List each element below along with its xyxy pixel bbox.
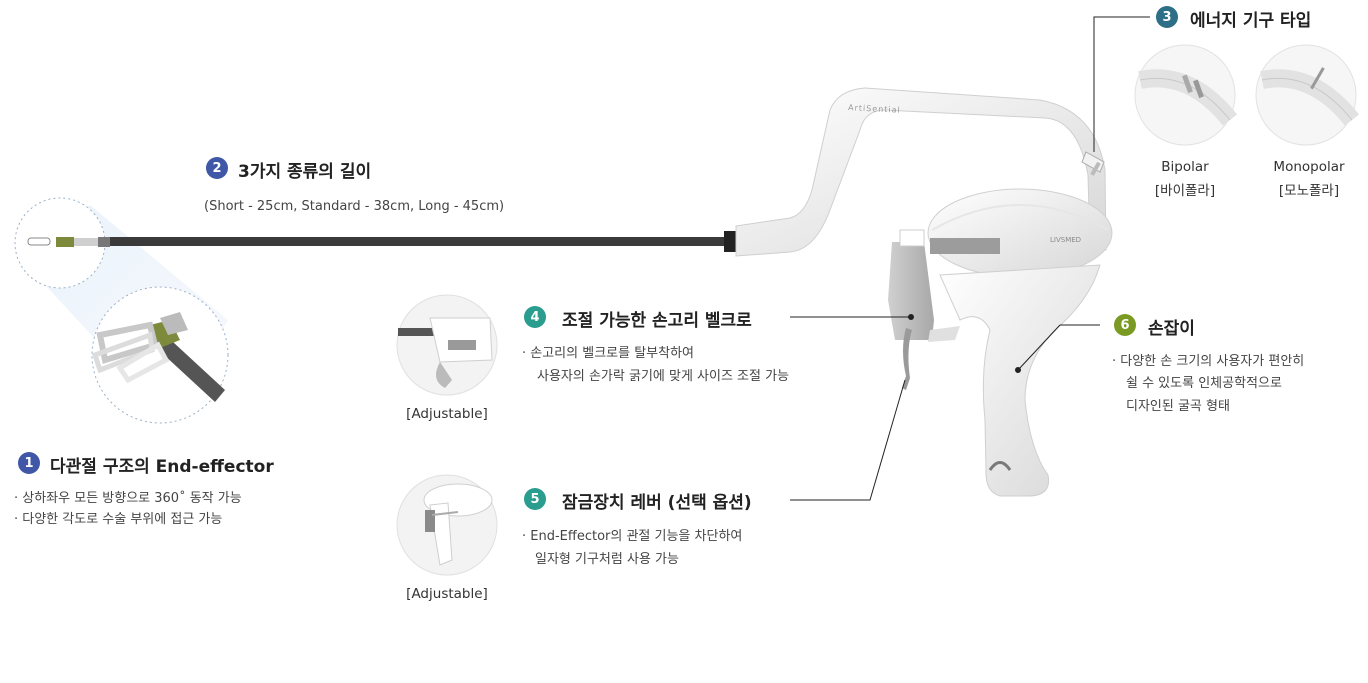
section-5-desc-1: · End-Effector의 관절 기능을 차단하여 xyxy=(522,529,743,544)
device-grip xyxy=(939,264,1101,497)
section-4-badge: 4 xyxy=(524,306,546,328)
section-1-desc-1: · 상하좌우 모든 방향으로 360˚ 동작 가능 xyxy=(14,491,242,506)
monopolar-thumbnail xyxy=(1255,44,1360,146)
section-2-title: 3가지 종류의 길이 xyxy=(238,162,372,182)
section-2-badge: 2 xyxy=(206,157,228,179)
section-6-title: 손잡이 xyxy=(1148,319,1195,339)
section-3-title: 에너지 기구 타입 xyxy=(1190,11,1312,31)
end-effector-zoom-circle xyxy=(91,286,229,424)
section-1-badge: 1 xyxy=(18,452,40,474)
section-6-badge: 6 xyxy=(1114,314,1136,336)
brand-text: ArtiSential xyxy=(848,103,901,115)
bipolar-kr-label: [바이폴라] xyxy=(1154,183,1216,199)
monopolar-label: Monopolar xyxy=(1273,159,1345,175)
lever-thumbnail xyxy=(396,474,498,576)
section-4-title: 조절 가능한 손고리 벨크로 xyxy=(562,311,752,331)
section-6-desc-2: 쉴 수 있도록 인체공학적으로 xyxy=(1126,376,1282,391)
lock-lever xyxy=(902,328,912,390)
velcro-caption: [Adjustable] xyxy=(406,406,488,422)
bipolar-label: Bipolar xyxy=(1161,159,1209,175)
device-head xyxy=(927,188,1113,278)
section-4-desc-2: 사용자의 손가락 굵기에 맞게 사이즈 조절 가능 xyxy=(537,369,790,384)
gray-pivot xyxy=(888,242,934,340)
section-2-subtitle: (Short - 25cm, Standard - 38cm, Long - 4… xyxy=(204,199,505,214)
leader-line-6 xyxy=(1017,324,1061,371)
maker-text: LIVSMED xyxy=(1050,236,1081,244)
end-effector-zoom xyxy=(91,312,225,402)
section-5-badge: 5 xyxy=(524,488,546,510)
monopolar-kr-label: [모노폴라] xyxy=(1278,183,1340,199)
leader-line-5 xyxy=(790,379,906,501)
lever-caption: [Adjustable] xyxy=(406,586,488,602)
section-6-desc-3: 디자인된 굴곡 형태 xyxy=(1126,399,1230,414)
section-1-desc-2: · 다양한 각도로 수술 부위에 접근 가능 xyxy=(14,512,223,527)
leader-line-3 xyxy=(1093,16,1150,152)
velcro-thumbnail xyxy=(396,294,498,396)
section-5-title: 잠금장치 레버 (선택 옵션) xyxy=(562,493,752,513)
section-4-desc-1: · 손고리의 벨크로를 탈부착하여 xyxy=(522,346,695,361)
section-6-desc-1: · 다양한 손 크기의 사용자가 편안히 xyxy=(1112,354,1305,369)
section-3-badge: 3 xyxy=(1156,6,1178,28)
instrument-shaft xyxy=(110,237,725,246)
section-5-desc-2: 일자형 기구처럼 사용 가능 xyxy=(535,552,679,567)
end-effector-small xyxy=(27,237,110,247)
bipolar-thumbnail xyxy=(1134,44,1238,146)
section-1-title: 다관절 구조의 End-effector xyxy=(50,457,274,477)
